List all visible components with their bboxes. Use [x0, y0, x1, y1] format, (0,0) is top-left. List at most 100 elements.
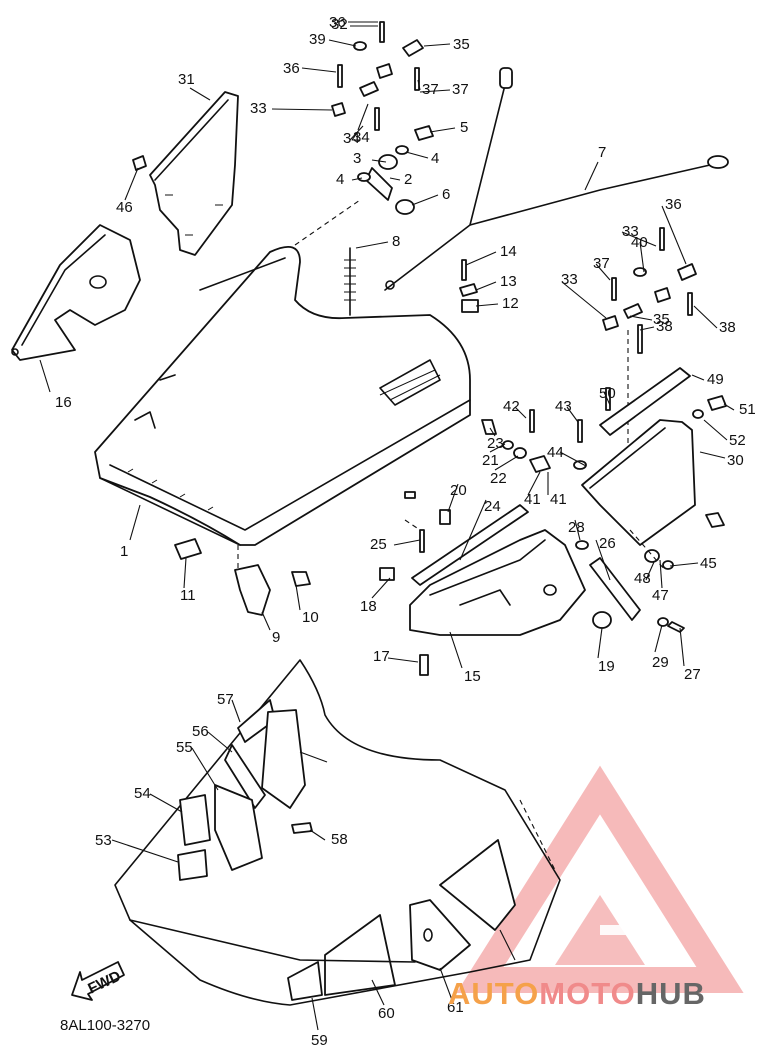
callout-53: 53 [95, 832, 112, 849]
callout-35: 35 [653, 311, 670, 328]
callout-27: 27 [684, 666, 701, 683]
leader-line [603, 391, 611, 406]
callout-21: 21 [482, 452, 499, 469]
leader-line [699, 451, 726, 459]
leader-line [629, 315, 653, 321]
callout-17: 17 [373, 648, 390, 665]
leader-line [621, 231, 657, 247]
leader-line [124, 167, 139, 201]
callout-26: 26 [599, 535, 616, 552]
leader-line [39, 359, 51, 393]
watermark-mid: MOTO [539, 976, 635, 1011]
leader-line [459, 499, 487, 561]
leader-line [393, 539, 421, 546]
callout-57: 57 [217, 691, 234, 708]
callout-36: 36 [329, 14, 346, 31]
leader-line [566, 406, 579, 423]
callout-24: 24 [484, 498, 501, 515]
callout-9: 9 [272, 629, 280, 646]
leader-line [465, 251, 497, 266]
leader-line [645, 561, 655, 581]
callout-29: 29 [652, 654, 669, 671]
callout-32: 32 [331, 16, 348, 33]
leader-line [328, 39, 357, 47]
callout-48: 48 [634, 570, 651, 587]
callout-13: 13 [500, 273, 517, 290]
leader-line [595, 263, 611, 281]
watermark-text: AUTOMOTOHUB [448, 976, 706, 1011]
leader-line [639, 241, 645, 273]
callout-36: 36 [665, 196, 682, 213]
leader-line [489, 427, 496, 437]
callout-31: 31 [178, 71, 195, 88]
leader-line [149, 793, 183, 813]
callout-18: 18 [360, 598, 377, 615]
callout-1: 1 [120, 543, 128, 560]
callout-labels: 1234456789101112131415161718192021222324… [55, 14, 756, 1049]
leader-line [371, 577, 391, 599]
callout-50: 50 [599, 385, 616, 402]
panel-32 [132, 91, 239, 256]
leader-line [574, 519, 581, 541]
cable-7 [384, 67, 729, 291]
leader-line [661, 205, 687, 265]
callout-38: 38 [719, 319, 736, 336]
leader-line [355, 241, 389, 249]
callout-33: 33 [622, 223, 639, 240]
callout-60: 60 [378, 1005, 395, 1022]
leader-line [654, 624, 663, 653]
callout-51: 51 [739, 401, 756, 418]
leader-line [261, 611, 271, 631]
callout-39: 39 [309, 31, 326, 48]
callout-41: 41 [550, 491, 567, 508]
callout-56: 56 [192, 723, 209, 740]
callout-8: 8 [392, 233, 400, 250]
callout-34: 34 [343, 130, 360, 147]
stay-assembly [294, 125, 434, 316]
callout-25: 25 [370, 536, 387, 553]
leader-line [597, 627, 603, 659]
leader-line [207, 731, 233, 753]
callout-47: 47 [652, 587, 669, 604]
leader-line [429, 127, 456, 133]
callout-58: 58 [331, 831, 348, 848]
callout-12: 12 [502, 295, 519, 312]
leader-line [475, 303, 499, 307]
leader-line [191, 747, 219, 791]
callout-20: 20 [450, 482, 467, 499]
leader-line [371, 159, 387, 163]
leader-line [231, 699, 241, 723]
diagram-code: 8AL100-3270 [60, 1017, 150, 1034]
leader-line [389, 177, 401, 181]
leader-line [703, 419, 728, 441]
callout-34: 34 [353, 129, 370, 146]
fwd-arrow-icon [71, 961, 125, 1001]
callout-37: 37 [422, 81, 439, 98]
callout-41: 41 [524, 491, 541, 508]
side-cover-16 [11, 224, 141, 361]
callout-33: 33 [250, 100, 267, 117]
fasteners-right [602, 227, 697, 460]
leader-line [311, 997, 319, 1031]
leader-line [475, 281, 497, 291]
leader-line [561, 281, 607, 319]
callout-40: 40 [631, 234, 648, 251]
leader-line [494, 455, 519, 471]
lower-fairing [114, 659, 561, 1006]
callout-4: 4 [431, 150, 439, 167]
leader-line [679, 627, 685, 667]
callout-15: 15 [464, 668, 481, 685]
leader-line [489, 443, 506, 453]
callout-3: 3 [353, 150, 361, 167]
leader-line [693, 305, 718, 329]
leader-line [449, 631, 463, 669]
leader-line [129, 504, 141, 541]
leader-line [527, 471, 541, 496]
leader-line [639, 326, 655, 331]
bracket-9-11 [174, 538, 271, 616]
callout-55: 55 [176, 739, 193, 756]
callout-36: 36 [283, 60, 300, 77]
callout-23: 23 [487, 435, 504, 452]
leader-line [189, 87, 211, 101]
